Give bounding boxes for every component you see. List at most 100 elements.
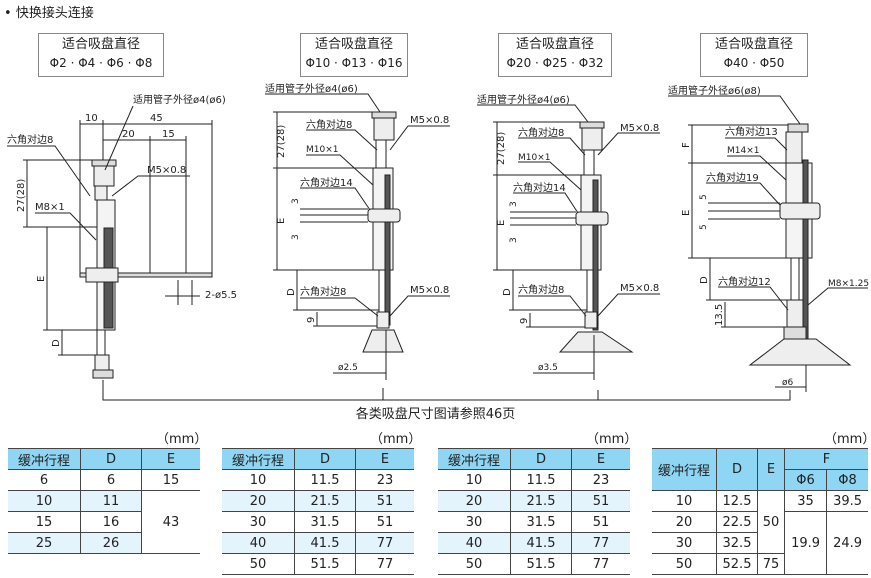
dim-height: 27(28) bbox=[276, 125, 287, 158]
dim-5a: 5 bbox=[699, 194, 709, 200]
dim-d: D bbox=[699, 276, 710, 284]
col-header: F bbox=[784, 448, 868, 470]
cell: 39.5 bbox=[826, 490, 868, 512]
cell: 50 bbox=[222, 553, 295, 575]
dim-e: E bbox=[276, 218, 287, 224]
label-hex-nut: 六角对边14 bbox=[300, 176, 353, 189]
dim-d: D bbox=[502, 288, 513, 296]
cell: 52.5 bbox=[716, 553, 758, 575]
cell: 10 bbox=[8, 490, 81, 512]
cell: 31.5 bbox=[510, 511, 572, 533]
box-sizes: Φ10 · Φ13 · Φ16 bbox=[305, 56, 403, 70]
dim-13-5: 13.5 bbox=[714, 304, 725, 326]
cell: 51 bbox=[571, 511, 630, 533]
label-tube-od: 适用管子外径ø6(ø8) bbox=[668, 84, 761, 97]
dim-5b: 5 bbox=[699, 224, 709, 230]
cell: 11 bbox=[80, 490, 142, 512]
label-port-top: M5×0.8 bbox=[620, 123, 659, 134]
cell: 16 bbox=[80, 511, 142, 533]
col-header: D bbox=[510, 448, 572, 470]
drawing-2 bbox=[265, 93, 450, 380]
cell: 40 bbox=[222, 532, 295, 554]
col-header: D bbox=[80, 448, 142, 470]
label-tube-od: 适用管子外径ø4(ø6) bbox=[265, 82, 358, 95]
dim-height: 27(28) bbox=[496, 132, 507, 165]
box-label: 适合吸盘直径 bbox=[714, 37, 793, 52]
cell: 41.5 bbox=[294, 532, 356, 554]
cell: 21.5 bbox=[510, 490, 572, 512]
section-title-text: 快换接头连接 bbox=[15, 6, 94, 21]
cell: 11.5 bbox=[294, 469, 356, 491]
cell: 10 bbox=[222, 469, 295, 491]
cell: 26 bbox=[80, 532, 142, 554]
cell: 6 bbox=[80, 469, 142, 491]
label-thread: M14×1 bbox=[727, 146, 759, 156]
dim-e: E bbox=[496, 220, 507, 226]
cell: 75 bbox=[757, 553, 785, 575]
group-bracket bbox=[102, 380, 791, 401]
cell: 77 bbox=[355, 553, 414, 575]
cell: 50 bbox=[652, 553, 717, 575]
cell: 31.5 bbox=[294, 511, 356, 533]
dim-3b: 3 bbox=[509, 237, 519, 243]
dim-15: 15 bbox=[162, 129, 175, 140]
suction-size-box-3: 适合吸盘直径 Φ20 · Φ25 · Φ32 bbox=[498, 33, 612, 77]
cell: 6 bbox=[8, 469, 81, 491]
cell: 15 bbox=[8, 511, 81, 533]
label-hex-bot: 六角对边8 bbox=[518, 283, 564, 296]
cell: 12.5 bbox=[716, 490, 758, 512]
cell: 43 bbox=[141, 490, 200, 554]
dim-d: D bbox=[51, 339, 62, 347]
suction-size-box-1: 适合吸盘直径 Φ2 · Φ4 · Φ6 · Φ8 bbox=[38, 33, 164, 77]
col-header: 缓冲行程 bbox=[438, 448, 511, 470]
dim-f: F bbox=[681, 142, 692, 148]
cell: 23 bbox=[355, 469, 414, 491]
cell: 11.5 bbox=[510, 469, 572, 491]
dim-20: 20 bbox=[122, 129, 135, 140]
label-tube-od: 适用管子外径ø4(ø6) bbox=[133, 93, 226, 106]
cell: 30 bbox=[222, 511, 295, 533]
drawing-1 bbox=[7, 105, 213, 379]
box-label: 适合吸盘直径 bbox=[314, 37, 393, 52]
label-hex-bot: 六角对边8 bbox=[300, 285, 346, 298]
cell: 20 bbox=[222, 490, 295, 512]
cell: 30 bbox=[652, 532, 717, 554]
label-tube-od: 适用管子外径ø4(ø6) bbox=[477, 93, 570, 106]
cell: 51.5 bbox=[510, 553, 572, 575]
cell: 10 bbox=[652, 490, 717, 512]
label-hex-nut: 六角对边19 bbox=[706, 171, 759, 184]
cell: 51 bbox=[571, 490, 630, 512]
cell: 51.5 bbox=[294, 553, 356, 575]
col-header: E bbox=[141, 448, 200, 470]
cell: 50 bbox=[757, 490, 785, 554]
cell: 50 bbox=[438, 553, 511, 575]
label-port-bot: M8×1.25 bbox=[828, 279, 869, 289]
cell: 21.5 bbox=[294, 490, 356, 512]
col-header: E bbox=[571, 448, 630, 470]
unit-label-3: （mm） bbox=[586, 432, 638, 447]
cell: 30 bbox=[438, 511, 511, 533]
caption-see-page: 各类吸盘尺寸图请参照46页 bbox=[355, 407, 516, 422]
label-port-bot: M5×0.8 bbox=[620, 283, 659, 294]
drawing-3 bbox=[477, 104, 660, 380]
cell: 77 bbox=[355, 532, 414, 554]
cell: 20 bbox=[652, 511, 717, 533]
dim-3b: 3 bbox=[291, 234, 301, 240]
col-header: 缓冲行程 bbox=[222, 448, 295, 470]
cell: 15 bbox=[141, 469, 200, 491]
col-header: Φ8 bbox=[826, 469, 868, 491]
